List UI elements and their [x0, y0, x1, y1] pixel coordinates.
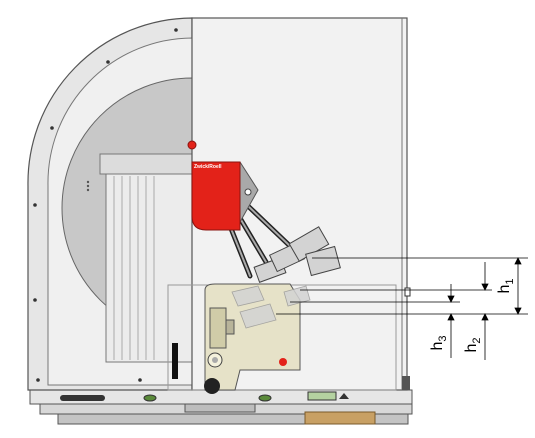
keypad-icon — [307, 391, 349, 401]
svg-text:h1: h1 — [496, 278, 516, 293]
indicator-light-icon — [279, 358, 287, 366]
label-h2: h2 — [463, 337, 483, 352]
indicator-light-icon — [404, 287, 411, 297]
label-h1: h1 — [496, 278, 516, 293]
pendulum-ghost-positions — [231, 285, 311, 329]
label-h3: h3 — [429, 335, 449, 350]
machine-base — [29, 389, 413, 425]
rear-housing — [99, 153, 193, 363]
pivot-point — [187, 140, 197, 150]
svg-text:h3: h3 — [429, 335, 449, 350]
base-screw — [258, 394, 272, 402]
base-slot — [60, 395, 105, 401]
pendulum-hammer-icon — [219, 203, 341, 283]
dimension-lines — [276, 257, 528, 360]
anvil-support — [204, 283, 301, 394]
base-screw — [143, 394, 157, 402]
lever-icon — [172, 343, 178, 379]
knob-icon — [204, 378, 220, 394]
pendulum-hub: Zwick/Roell — [187, 140, 259, 231]
wooden-block — [304, 411, 376, 425]
svg-text:h2: h2 — [463, 337, 483, 352]
brand-text: Zwick/Roell — [194, 164, 222, 170]
